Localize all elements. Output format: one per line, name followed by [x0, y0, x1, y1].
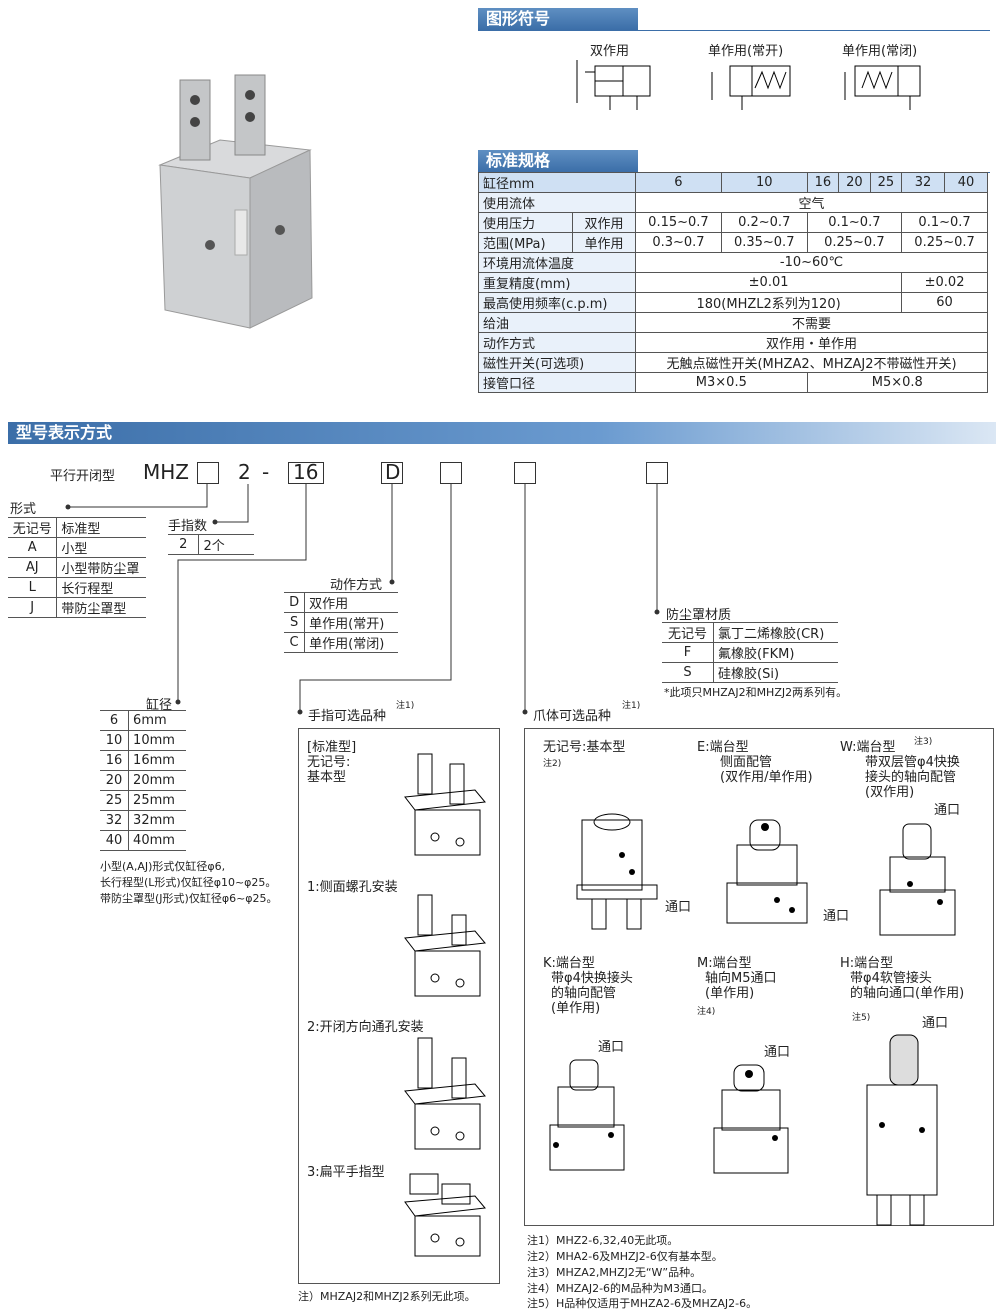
port-label-e: 通口: [823, 909, 850, 924]
body-options-frame: [524, 728, 994, 1226]
body-k-4: (单作用): [551, 1001, 601, 1016]
symbol-label-double: 双作用: [590, 44, 630, 59]
body-e-3: (双作用/单作用): [720, 770, 813, 785]
dust-title: 防尘罩材质: [666, 608, 732, 623]
port-label-k: 通口: [598, 1040, 625, 1055]
port-label-w: 通口: [934, 803, 961, 818]
body-e-1: E:端台型: [697, 740, 749, 755]
body-drawing-h: [866, 1034, 938, 1226]
port-label-m: 通口: [764, 1045, 791, 1060]
bore-note-3: 带防尘罩型(J形式)仅缸径φ6~φ25。: [100, 892, 278, 905]
section-header-model: 型号表示方式: [8, 422, 996, 444]
port-label-basic: 通口: [665, 900, 692, 915]
finger-footnote: 注）MHZAJ2和MHZJ2系列无此项。: [298, 1290, 476, 1303]
finger-drawing-1: [404, 894, 486, 997]
bore-title: 缸径: [146, 698, 173, 713]
product-photo: [158, 74, 313, 329]
section-header-spec: 标准规格: [478, 150, 638, 172]
finger-std-1: [标准型]: [307, 740, 357, 755]
body-drawing-e: [726, 819, 808, 924]
port-label-h: 通口: [922, 1016, 949, 1031]
finger-drawing-3: [404, 1173, 486, 1257]
finger-opt2: 2:开闭方向通孔安装: [307, 1020, 424, 1035]
body-drawing-m: [713, 1064, 789, 1174]
finger-std-3: 基本型: [307, 770, 347, 785]
body-opt-title: 爪体可选品种: [533, 709, 612, 724]
symbol-label-single-no: 单作用(常开): [708, 44, 784, 59]
body-drawing-k: [549, 1059, 625, 1171]
finger-options-frame: [298, 728, 500, 1284]
symbol-single-no: [711, 65, 791, 110]
body-note-2: 注2）MHA2-6及MHZJ2-6仅有基本型。: [527, 1250, 723, 1263]
body-k-2: 带φ4快换接头: [551, 971, 633, 986]
bore-note-2: 长行程型(L形式)仅缸径φ10~φ25。: [100, 876, 277, 889]
body-e-2: 侧面配管: [720, 755, 773, 770]
model-code-dash: -: [262, 460, 270, 484]
body-w-4: (双作用): [865, 785, 915, 800]
body-note-5: 注5）H品种仅适用于MHZA2-6及MHZAJ2-6。: [527, 1297, 758, 1310]
body-basic: 无记号:基本型: [543, 740, 626, 755]
form-title: 形式: [10, 502, 37, 517]
body-note-3: 注3）MHZA2,MHZJ2无“W”品种。: [527, 1266, 702, 1279]
body-h-2: 带φ4软管接头: [850, 971, 932, 986]
body-w-2: 带双层管φ4快换: [865, 755, 960, 770]
body-drawing-basic: [576, 813, 658, 930]
body-h-1: H:端台型: [840, 956, 894, 971]
body-note-1: 注1）MHZ2-6,32,40无此项。: [527, 1234, 679, 1247]
body-h-3: 的轴向通口(单作用): [850, 986, 965, 1001]
model-code-16: 16: [293, 460, 319, 484]
finger-opt3: 3:扁平手指型: [307, 1165, 385, 1180]
body-k-1: K:端台型: [543, 956, 595, 971]
symbol-single-nc: [844, 65, 921, 110]
body-k-3: 的轴向配管: [551, 986, 617, 1001]
finger-opt-title: 手指可选品种: [308, 709, 387, 724]
bore-note-1: 小型(A,AJ)形式仅缸径φ6,: [100, 860, 226, 873]
finger-opt1: 1:侧面螺孔安装: [307, 880, 398, 895]
dust-note: *此项只MHZAJ2和MHZJ2两系列有。: [664, 686, 848, 699]
finger-std-2: 无记号:: [307, 755, 351, 770]
model-code-2: 2: [238, 460, 251, 484]
finger-drawing-std: [404, 753, 486, 856]
body-note-4: 注4）MHZAJ2-6的M品种为M3通口。: [527, 1282, 714, 1295]
model-code-mhz: MHZ: [143, 460, 189, 484]
finger-drawing-2: [404, 1037, 486, 1150]
body-m-3: (单作用): [705, 986, 755, 1001]
body-m-2: 轴向M5通口: [705, 971, 777, 986]
action-title: 动作方式: [330, 578, 383, 593]
body-w-1: W:端台型: [840, 740, 896, 755]
fingers-title: 手指数: [168, 519, 208, 534]
body-w-3: 接头的轴向配管: [865, 770, 957, 785]
symbol-double: [576, 60, 651, 110]
model-prefix-label: 平行开闭型: [50, 469, 116, 484]
body-m-1: M:端台型: [697, 956, 752, 971]
body-drawing-w: [879, 823, 956, 936]
symbol-label-single-nc: 单作用(常闭): [842, 44, 918, 59]
model-code-d: D: [385, 460, 401, 484]
section-header-symbol: 图形符号: [478, 8, 638, 30]
